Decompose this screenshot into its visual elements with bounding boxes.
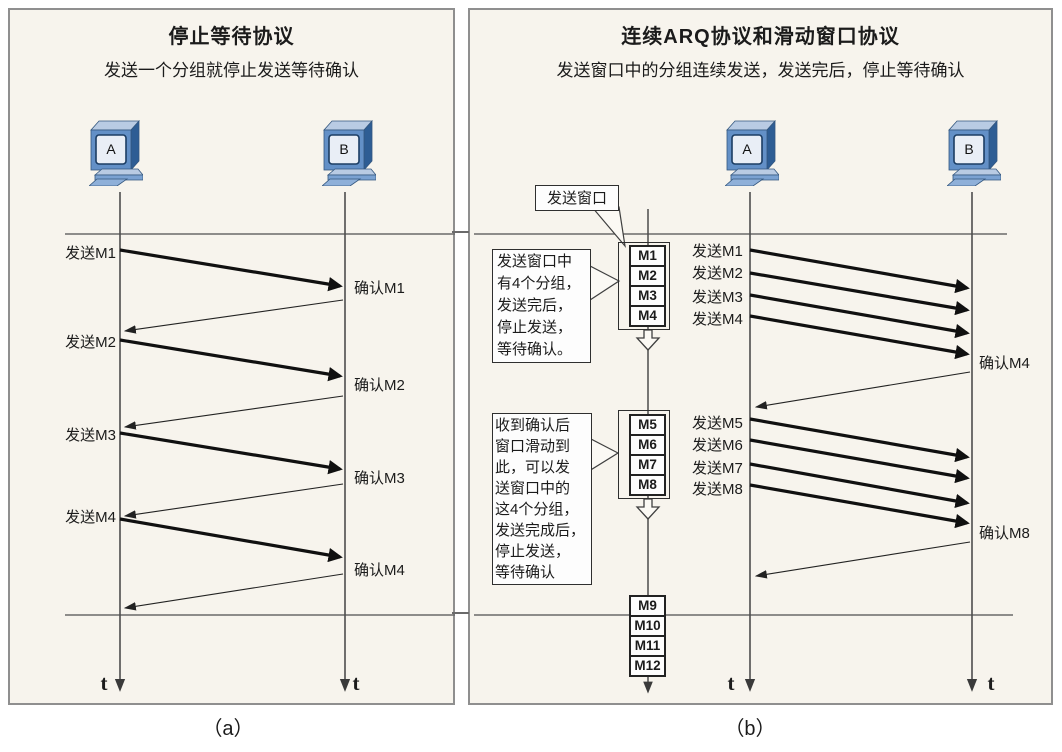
send-label: 发送M2 bbox=[692, 265, 743, 282]
packet-cell: M2 bbox=[629, 265, 666, 287]
packet-cell: M3 bbox=[629, 285, 666, 307]
send-window-frame-1 bbox=[618, 242, 670, 330]
caption-b: （b） bbox=[724, 718, 776, 740]
send-label: 发送M1 bbox=[692, 243, 743, 260]
send-label: 发送M2 bbox=[65, 334, 116, 351]
computer-icon-art bbox=[947, 119, 1001, 186]
window-slide-arrow-icon bbox=[635, 498, 661, 520]
computer-a-icon: A bbox=[725, 118, 779, 186]
send-window-frame-2 bbox=[618, 410, 670, 499]
packet-cell: M12 bbox=[629, 655, 666, 677]
computer-a-icon: A bbox=[89, 118, 143, 186]
send-label: 发送M4 bbox=[65, 509, 116, 526]
ack-label: 确认M4 bbox=[354, 562, 405, 579]
ack-label: 确认M8 bbox=[979, 525, 1030, 542]
time-axis-label-b: t bbox=[352, 671, 360, 695]
ack-label: 确认M2 bbox=[354, 377, 405, 394]
ack-label: 确认M4 bbox=[979, 355, 1030, 372]
time-axis-label-a: t bbox=[100, 671, 108, 695]
ack-label: 确认M3 bbox=[354, 470, 405, 487]
send-label: 发送M1 bbox=[65, 245, 116, 262]
packet-cell: M6 bbox=[629, 434, 666, 456]
send-label: 发送M3 bbox=[65, 427, 116, 444]
note-window-slides: 收到确认后 窗口滑动到 此，可以发 送窗口中的 这4个分组， 发送完成后， 停止… bbox=[492, 413, 592, 585]
send-label: 发送M6 bbox=[692, 437, 743, 454]
packet-cell: M4 bbox=[629, 305, 666, 327]
note2-callout-tail bbox=[588, 437, 620, 473]
send-window-callout-tail bbox=[590, 206, 626, 249]
time-axis-label-a: t bbox=[727, 671, 735, 695]
panel-subtitle: 发送窗口中的分组连续发送，发送完后，停止等待确认 bbox=[556, 61, 965, 80]
host-b-label: B bbox=[964, 141, 974, 157]
send-window-packets-2: M5 M6 M7 M8 bbox=[629, 414, 666, 496]
send-label: 发送M4 bbox=[692, 311, 743, 328]
host-a-label: A bbox=[106, 141, 116, 157]
host-b-label: B bbox=[339, 141, 349, 157]
time-axis-label-b: t bbox=[987, 671, 995, 695]
page-title: 连续ARQ协议和滑动窗口协议 bbox=[621, 26, 900, 48]
stop-and-wait-diagram-lines bbox=[65, 192, 455, 692]
send-label: 发送M3 bbox=[692, 289, 743, 306]
packet-cell: M8 bbox=[629, 474, 666, 496]
note-window-has-4-packets: 发送窗口中 有4个分组， 发送完后， 停止发送， 等待确认。 bbox=[492, 249, 591, 363]
send-label: 发送M5 bbox=[692, 415, 743, 432]
packet-cell: M11 bbox=[629, 635, 666, 657]
send-window-tag: 发送窗口 bbox=[535, 185, 619, 211]
packet-cell: M9 bbox=[629, 595, 666, 617]
packet-cell: M10 bbox=[629, 615, 666, 637]
computer-icon-art bbox=[725, 119, 779, 186]
computer-icon-art bbox=[89, 119, 143, 186]
packet-cell: M7 bbox=[629, 454, 666, 476]
stop-and-wait-panel: 停止等待协议 发送一个分组就停止发送等待确认 A bbox=[8, 8, 455, 705]
send-label: 发送M7 bbox=[692, 460, 743, 477]
session-line-gap-segment bbox=[452, 231, 469, 233]
page-title: 停止等待协议 bbox=[168, 26, 295, 48]
ack-label: 确认M1 bbox=[354, 280, 405, 297]
packet-cell: M1 bbox=[629, 245, 666, 267]
continuous-arq-panel: 连续ARQ协议和滑动窗口协议 发送窗口中的分组连续发送，发送完后，停止等待确认 … bbox=[468, 8, 1053, 705]
send-window-packets-1: M1 M2 M3 M4 bbox=[629, 245, 666, 327]
caption-a: （a） bbox=[202, 718, 254, 740]
panel-subtitle: 发送一个分组就停止发送等待确认 bbox=[104, 61, 359, 80]
computer-b-icon: B bbox=[947, 118, 1001, 186]
computer-b-icon: B bbox=[322, 118, 376, 186]
host-a-label: A bbox=[742, 141, 752, 157]
send-label: 发送M8 bbox=[692, 481, 743, 498]
packet-cell: M5 bbox=[629, 414, 666, 436]
note1-callout-tail bbox=[589, 265, 621, 302]
computer-icon-art bbox=[322, 119, 376, 186]
window-slide-arrow-icon bbox=[635, 329, 661, 351]
send-window-packets-3: M9 M10 M11 M12 bbox=[629, 595, 666, 677]
session-line-gap-segment bbox=[452, 612, 469, 614]
